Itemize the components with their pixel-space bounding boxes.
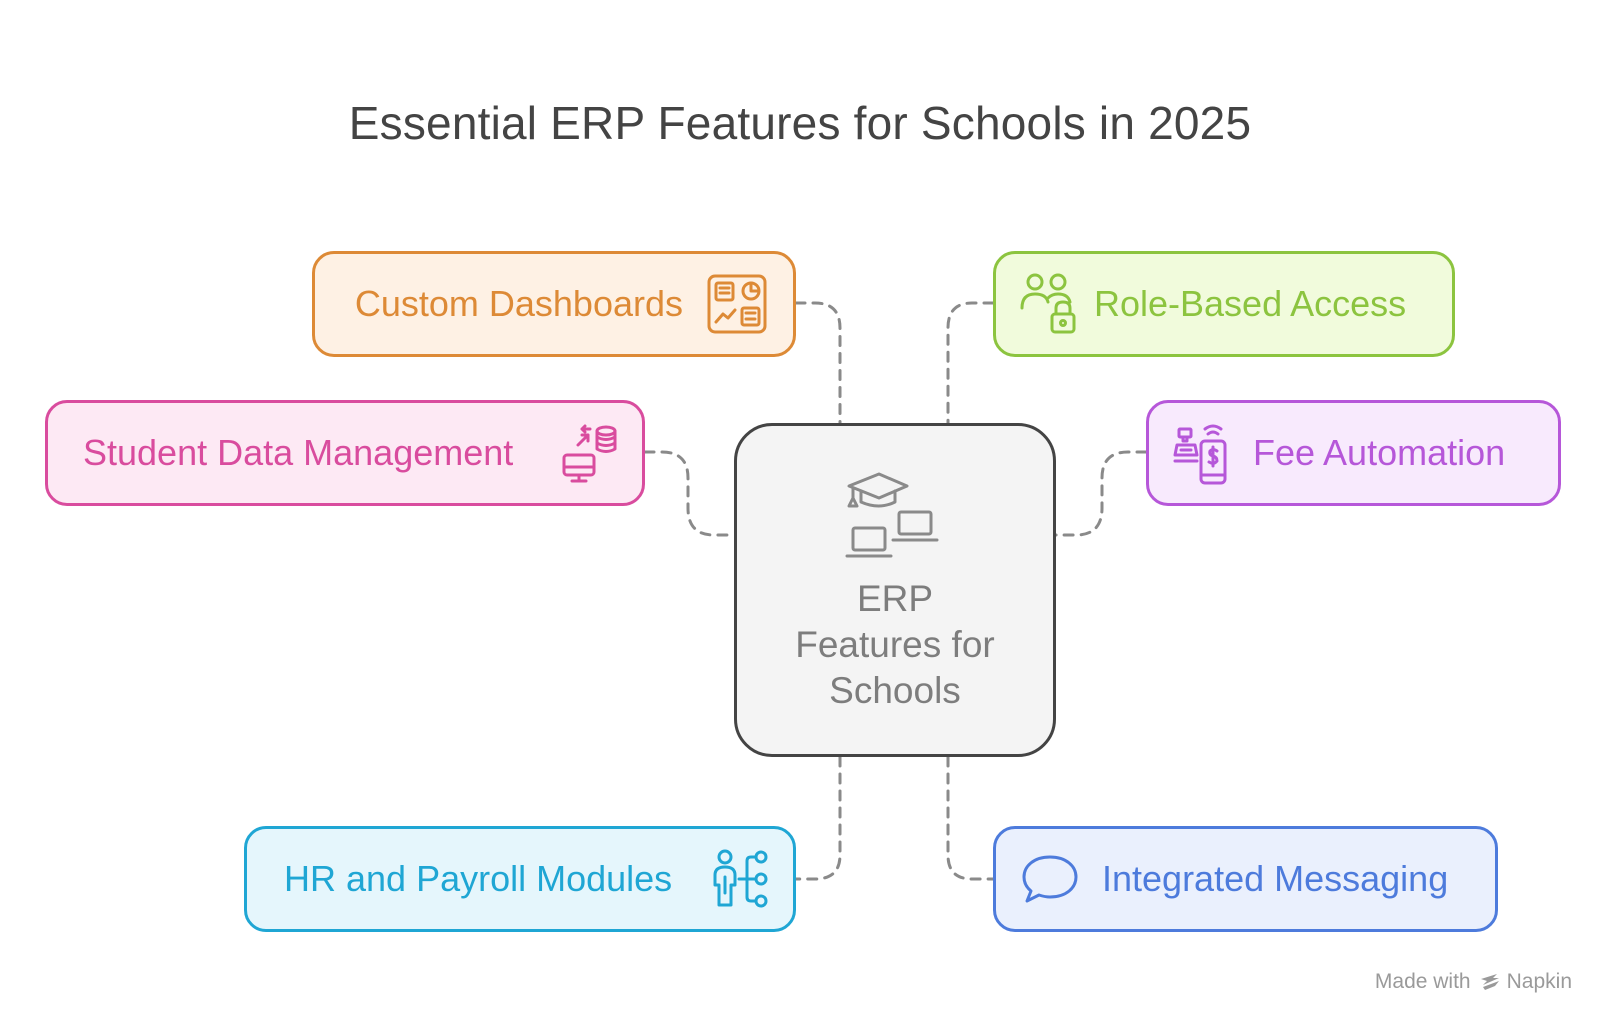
feature-box-student-data: Student Data Management [45, 400, 645, 506]
credit-brand: Napkin [1506, 970, 1572, 993]
graduation-cap-laptops-icon [845, 472, 939, 558]
credit-prefix: Made with [1374, 970, 1471, 993]
central-topic-line: Features for [795, 624, 995, 665]
connector-fee-automation [1054, 450, 1148, 537]
feature-label-hr-payroll: HR and Payroll Modules [284, 858, 673, 899]
org-chart-person-icon [709, 847, 773, 911]
feature-label-dashboards: Custom Dashboards [354, 283, 683, 324]
feature-box-fee-automation: Fee Automation [1146, 400, 1561, 506]
napkin-logo-icon [1480, 974, 1499, 990]
central-topic-label: ERP Features for Schools [737, 576, 1053, 714]
diagram-title: Essential ERP Features for Schools in 20… [348, 97, 1252, 149]
feature-label-role-access: Role-Based Access [1094, 283, 1407, 324]
payment-phone-icon [1171, 421, 1235, 485]
central-topic-box: ERP Features for Schools [734, 423, 1056, 757]
feature-box-role-access: Role-Based Access [993, 251, 1455, 357]
connector-role-access [946, 301, 995, 425]
chat-bubble-icon [1018, 847, 1082, 911]
users-lock-icon [1018, 272, 1082, 336]
data-transfer-icon [558, 421, 622, 485]
feature-label-student-data: Student Data Management [83, 432, 514, 473]
made-with-napkin-credit: Made with Napkin [1375, 970, 1572, 994]
feature-label-fee-automation: Fee Automation [1253, 432, 1506, 473]
connector-student-data [643, 450, 736, 537]
connector-hr-payroll [794, 755, 842, 881]
central-topic-line: ERP [856, 578, 934, 619]
feature-box-messaging: Integrated Messaging [993, 826, 1498, 932]
dashboard-icon [705, 272, 769, 336]
connector-messaging [946, 755, 995, 881]
feature-label-messaging: Integrated Messaging [1102, 858, 1449, 899]
central-topic-line: Schools [829, 670, 961, 711]
feature-box-dashboards: Custom Dashboards [312, 251, 796, 357]
feature-box-hr-payroll: HR and Payroll Modules [244, 826, 796, 932]
connector-dashboards [794, 301, 842, 425]
